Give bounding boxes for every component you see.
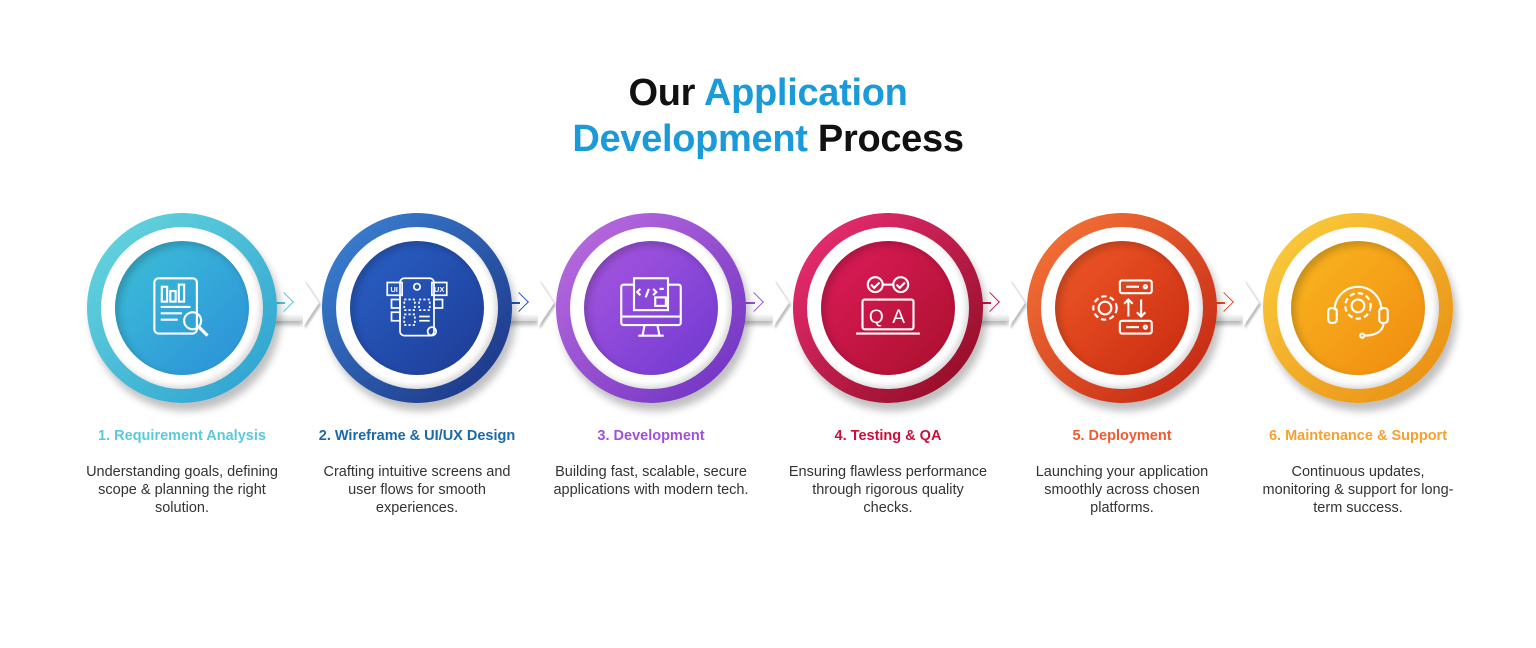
- report-search-icon: [153, 277, 209, 337]
- title-highlight: Application: [703, 72, 908, 114]
- step-description: Crafting intuitive screens and user flow…: [323, 464, 511, 516]
- step-circle: [1263, 213, 1453, 403]
- step-title: 5. Deployment: [1072, 428, 1172, 444]
- step-title: 4. Testing & QA: [834, 428, 942, 444]
- step-circle: UI UX: [322, 213, 512, 403]
- page-title-line-1: Our Application: [0, 70, 1536, 116]
- title-word: Our: [628, 72, 696, 114]
- step-circle: [556, 213, 746, 403]
- step-title: 6. Maintenance & Support: [1268, 428, 1448, 444]
- support-headset-icon: [1327, 285, 1389, 339]
- step-title: 3. Development: [597, 428, 705, 444]
- title-word: Process: [817, 118, 964, 160]
- step-description: Understanding goals, defining scope & pl…: [86, 464, 278, 516]
- page-title-line-2: Development Process: [0, 116, 1536, 162]
- step-description: Ensuring flawless performance through ri…: [788, 464, 988, 516]
- step-circle: [87, 213, 277, 403]
- svg-text:Q: Q: [869, 307, 884, 328]
- step-title: 2. Wireframe & UI/UX Design: [318, 428, 516, 444]
- svg-text:A: A: [892, 307, 905, 328]
- step-description: Continuous updates, monitoring & support…: [1262, 464, 1454, 516]
- svg-text:UI: UI: [390, 285, 397, 294]
- ui-ux-wireframe-icon: UI UX: [386, 277, 448, 337]
- step-title: 1. Requirement Analysis: [98, 428, 266, 444]
- step-description: Building fast, scalable, secure applicat…: [553, 464, 749, 498]
- title-highlight: Development: [572, 118, 808, 160]
- code-monitor-icon: [620, 277, 682, 337]
- step-circle: [1027, 213, 1217, 403]
- step-description: Launching your application smoothly acro…: [1035, 464, 1209, 516]
- deploy-server-icon: [1092, 279, 1153, 335]
- svg-text:UX: UX: [434, 285, 444, 294]
